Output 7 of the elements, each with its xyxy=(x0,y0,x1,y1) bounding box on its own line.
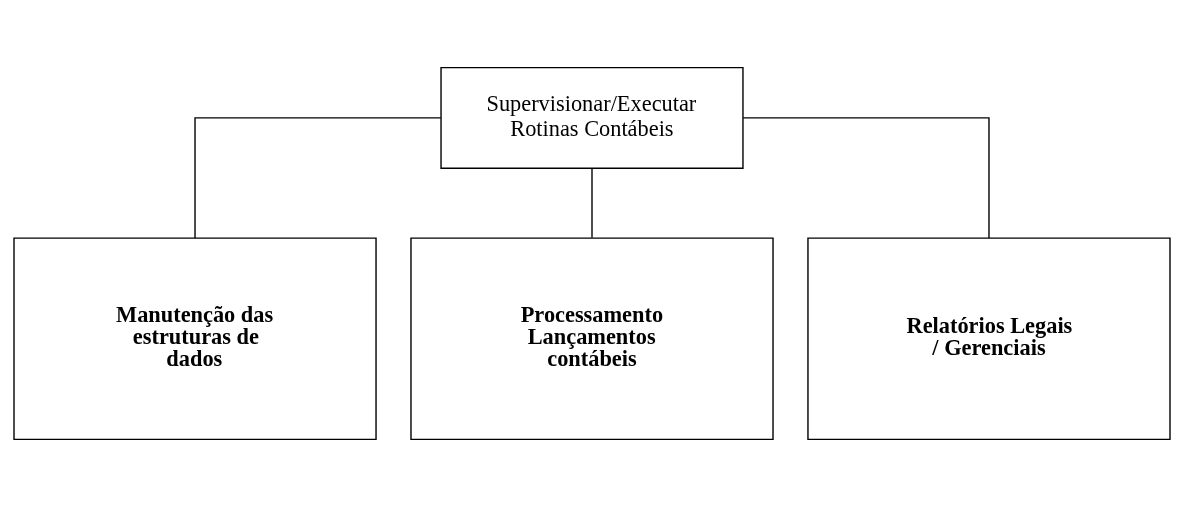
node-box: Manutenção das estruturas de dados xyxy=(13,236,377,440)
connector xyxy=(742,116,990,239)
connector xyxy=(194,116,442,239)
node-box: Processamento Lançamentos contábeis xyxy=(410,236,774,440)
connector xyxy=(591,167,593,239)
node-box: Supervisionar/Executar Rotinas Contábeis xyxy=(440,66,744,169)
node-box: Relatórios Legais / Gerenciais xyxy=(807,236,1171,440)
